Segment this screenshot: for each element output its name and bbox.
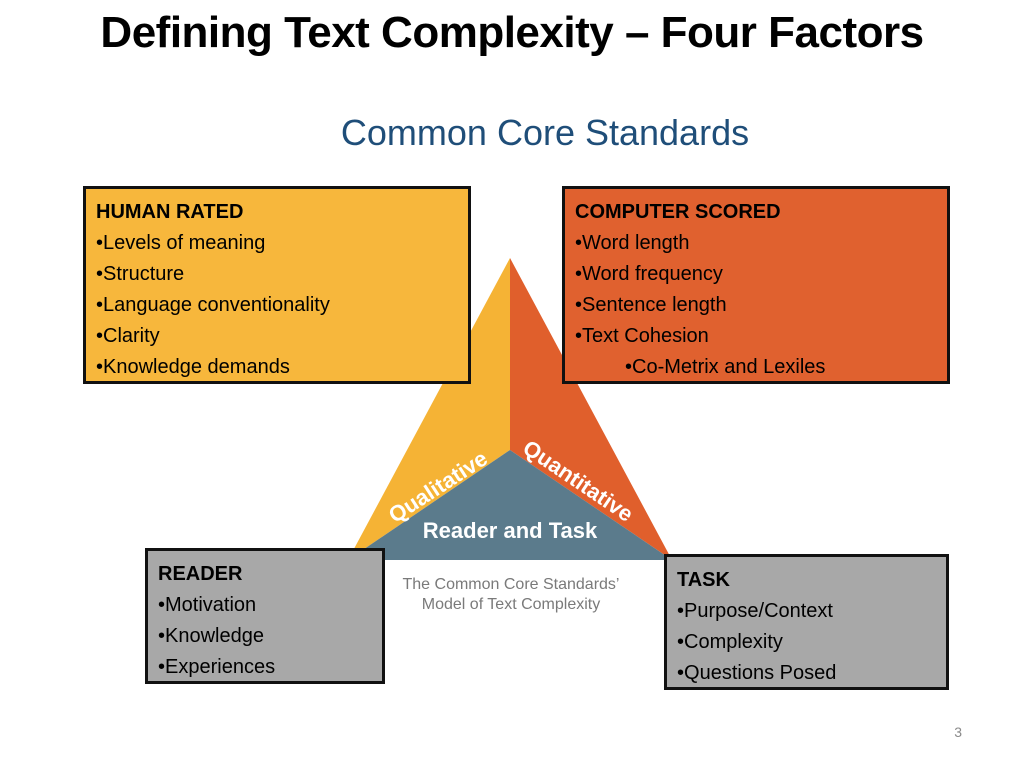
list-item: Language conventionality — [96, 290, 458, 321]
list-item: Clarity — [96, 321, 458, 352]
list-item: Text Cohesion — [575, 321, 937, 352]
reader-list: Motivation Knowledge Experiences — [158, 590, 372, 683]
computer-scored-box: COMPUTER SCORED Word length Word frequen… — [562, 186, 950, 384]
list-item: Complexity — [677, 627, 936, 658]
reader-task-segment — [348, 450, 672, 560]
list-item: Sentence length — [575, 290, 937, 321]
reader-task-label: Reader and Task — [423, 518, 598, 543]
list-item: Questions Posed — [677, 658, 936, 689]
list-item: Levels of meaning — [96, 228, 458, 259]
list-item: Word frequency — [575, 259, 937, 290]
caption-line-1: The Common Core Standards’ — [402, 576, 620, 593]
human-rated-box: HUMAN RATED Levels of meaning Structure … — [83, 186, 471, 384]
list-item: Knowledge — [158, 621, 372, 652]
human-rated-list: Levels of meaning Structure Language con… — [96, 228, 458, 383]
slide-title: Defining Text Complexity – Four Factors — [100, 8, 924, 57]
list-item: Structure — [96, 259, 458, 290]
caption-line-2: Model of Text Complexity — [421, 596, 601, 613]
list-item: Word length — [575, 228, 937, 259]
slide-subtitle: Common Core Standards — [340, 112, 750, 153]
computer-scored-list: Word length Word frequency Sentence leng… — [575, 228, 937, 383]
reader-box: READER Motivation Knowledge Experiences — [145, 548, 385, 684]
task-list: Purpose/Context Complexity Questions Pos… — [677, 596, 936, 689]
page-number: 3 — [954, 724, 962, 740]
human-rated-heading: HUMAN RATED — [96, 201, 244, 223]
list-item: Motivation — [158, 590, 372, 621]
task-box: TASK Purpose/Context Complexity Question… — [664, 554, 949, 690]
list-item: Experiences — [158, 652, 372, 683]
list-subitem: Co-Metrix and Lexiles — [575, 352, 937, 383]
reader-heading: READER — [158, 563, 243, 585]
diagram-caption: The Common Core Standards’ Model of Text… — [380, 575, 642, 615]
computer-scored-heading: COMPUTER SCORED — [575, 201, 781, 223]
list-item: Knowledge demands — [96, 352, 458, 383]
quantitative-segment — [510, 258, 672, 560]
task-heading: TASK — [677, 569, 730, 591]
list-item: Purpose/Context — [677, 596, 936, 627]
